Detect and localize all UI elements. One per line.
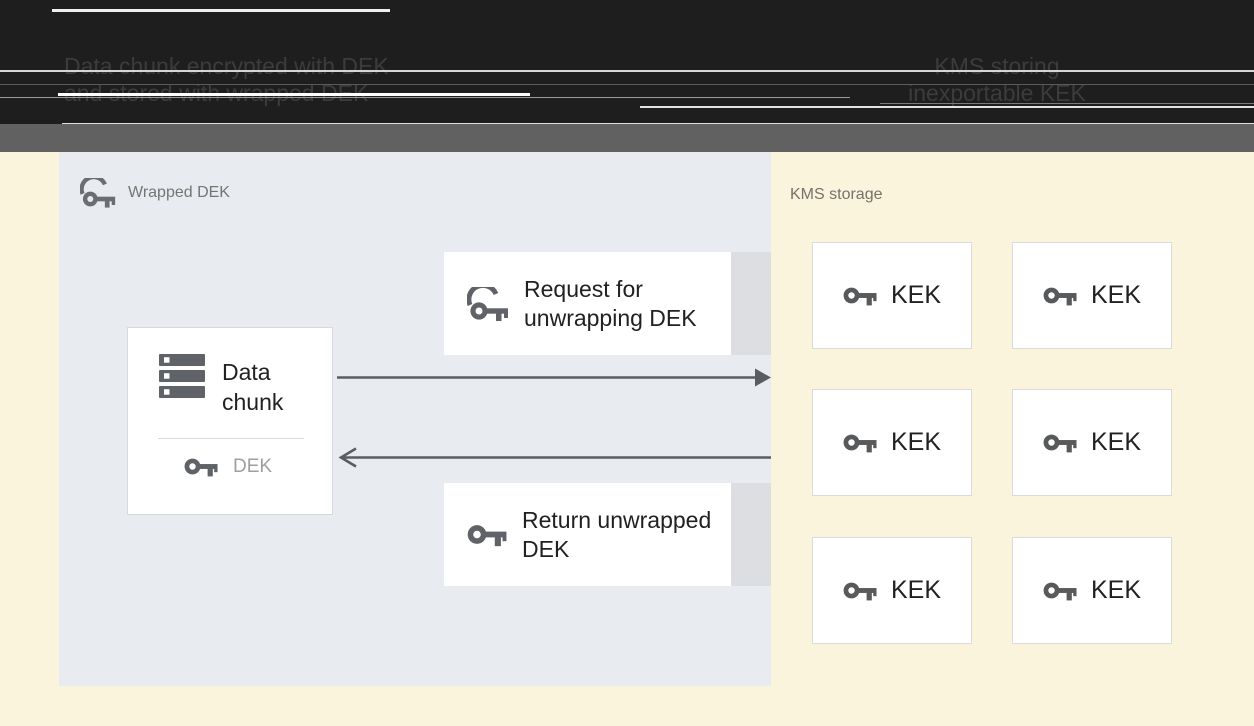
kms-storage-label: KMS storage <box>790 186 883 203</box>
banner-caption-right-line1: KMS storing <box>934 53 1060 79</box>
kek-box: KEK <box>1012 242 1172 349</box>
kek-label: KEK <box>1090 281 1142 309</box>
return-unwrapped-text: Return unwrapped DEK <box>522 506 712 562</box>
request-box-strip <box>731 252 771 355</box>
key-icon <box>184 455 218 478</box>
key-icon <box>843 284 877 307</box>
key-icon <box>1043 431 1077 454</box>
data-chunk-box: Data chunk DEK <box>127 327 333 515</box>
banner-caption-right-line2: inexportable KEK <box>908 80 1086 106</box>
wrapped-key-icon <box>80 178 116 208</box>
wrapped-dek-label: Wrapped DEK <box>128 184 230 201</box>
key-icon <box>1043 284 1077 307</box>
return-unwrapped-box: Return unwrapped DEK <box>444 483 731 586</box>
kek-box: KEK <box>1012 389 1172 496</box>
kek-label: KEK <box>890 281 942 309</box>
kek-label: KEK <box>890 428 942 456</box>
data-chunk-divider <box>158 438 304 439</box>
data-chunk-title: Data chunk <box>222 359 284 415</box>
return-box-strip <box>731 483 771 586</box>
banner-caption-right: KMS storing inexportable KEK <box>878 53 1116 107</box>
arrow-left-icon <box>338 447 771 468</box>
key-icon <box>843 579 877 602</box>
key-icon <box>467 521 507 548</box>
arrow-right-icon <box>337 368 771 387</box>
banner-caption-left-line1: Data chunk encrypted with DEK <box>64 53 389 79</box>
wrapped-dek-label-group: Wrapped DEK <box>80 178 230 208</box>
kek-box: KEK <box>812 242 972 349</box>
glitch-line <box>52 9 390 12</box>
kek-box: KEK <box>812 389 972 496</box>
dek-label: DEK <box>233 455 273 477</box>
storage-icon <box>159 354 205 398</box>
wrapped-key-icon <box>467 286 509 321</box>
dek-row: DEK <box>184 455 272 478</box>
banner-caption-left-line2: and stored with wrapped DEK <box>64 80 369 106</box>
key-icon <box>1043 579 1077 602</box>
kek-box: KEK <box>812 537 972 644</box>
gray-divider-bar <box>0 124 1254 152</box>
kek-label: KEK <box>1090 576 1142 604</box>
kek-label: KEK <box>890 576 942 604</box>
kek-box: KEK <box>1012 537 1172 644</box>
request-unwrap-text: Request for unwrapping DEK <box>524 275 697 331</box>
gray-bar-hairline <box>62 123 1254 124</box>
banner-caption-left: Data chunk encrypted with DEK and stored… <box>64 53 389 107</box>
data-chunk-row: Data chunk <box>159 354 306 417</box>
request-unwrap-box: Request for unwrapping DEK <box>444 252 731 355</box>
key-icon <box>843 431 877 454</box>
top-banner: Data chunk encrypted with DEK and stored… <box>0 0 1254 124</box>
kek-label: KEK <box>1090 428 1142 456</box>
